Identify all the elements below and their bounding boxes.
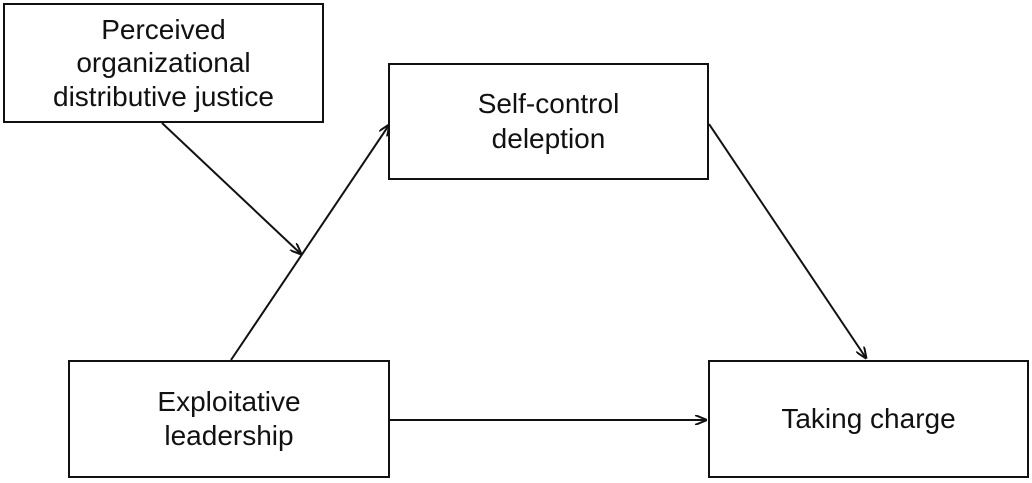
taking-charge-box: Taking charge <box>708 360 1029 478</box>
self-control-box: Self-control deleption <box>388 63 709 180</box>
self-control-label-line: Self-control <box>477 88 620 120</box>
arrow-exploitative-to-self-control <box>230 125 389 361</box>
justice-box: Perceived organizational distributive ju… <box>3 3 324 123</box>
arrow-justice-moderation <box>161 122 301 254</box>
self-control-label: Self-control deleption <box>478 87 620 155</box>
self-control-label-line: deleption <box>491 122 606 154</box>
taking-charge-label-line: Taking charge <box>781 402 956 434</box>
justice-label-line: organizational <box>76 47 251 79</box>
arrow-self-control-to-taking-charge <box>708 123 866 358</box>
taking-charge-label: Taking charge <box>781 402 955 436</box>
exploitative-label-line: Exploitative <box>157 385 301 417</box>
exploitative-leadership-box: Exploitative leadership <box>68 360 390 478</box>
justice-label-line: Perceived <box>101 14 226 46</box>
exploitative-label-line: leadership <box>164 420 294 451</box>
justice-label: Perceived organizational distributive ju… <box>53 13 274 112</box>
justice-label-line: distributive justice <box>53 80 274 112</box>
exploitative-leadership-label: Exploitative leadership <box>157 385 300 453</box>
